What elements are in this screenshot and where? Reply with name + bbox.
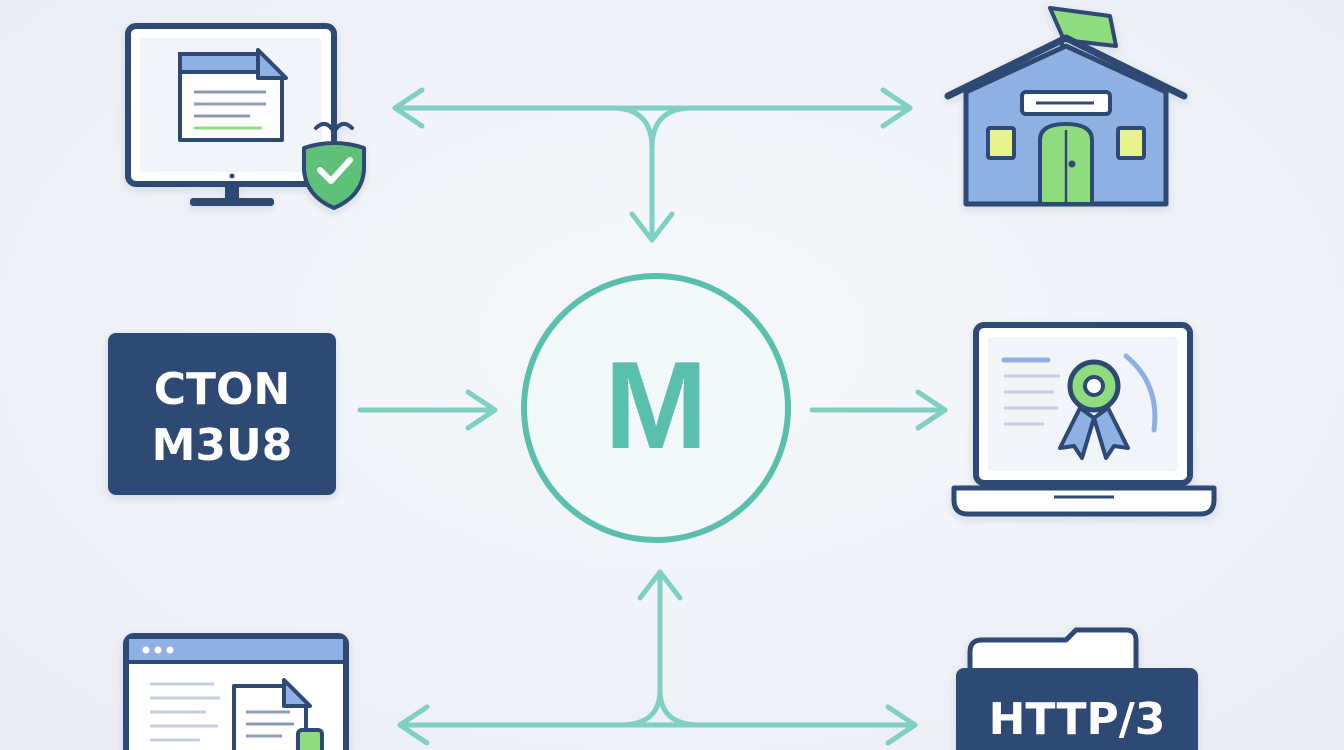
center-ring [521,273,791,543]
format-line-2: M3U8 [152,420,293,471]
top-junction-curve-right [649,105,695,151]
format-line-1: CTON [154,364,291,415]
shield-check-icon [302,121,366,210]
bottom-left-arrowhead [397,704,430,746]
center-node: M [521,273,791,543]
bottom-junction-curve-left [617,687,663,728]
secure-monitor-icon [125,23,366,210]
left-input-arrowhead [465,389,498,431]
right-output-arrowhead [915,389,948,431]
top-right-arrowhead [880,87,913,129]
browser-document-icon [123,633,349,750]
document-icon [178,48,288,142]
top-down-arrowhead [629,211,675,243]
protocol-folder: HTTP/3 [956,627,1198,750]
center-letter: M [604,337,707,475]
house-icon [944,6,1188,207]
top-left-arrowhead [392,87,425,129]
connectors [357,87,948,746]
bottom-junction-curve-right [657,687,703,728]
bottom-right-arrowhead [885,704,918,746]
format-box: CTON M3U8 [108,333,336,495]
protocol-label: HTTP/3 [989,694,1166,745]
bottom-up-arrowhead [637,569,683,601]
laptop-certificate-icon [951,322,1217,517]
top-junction-connector [609,105,655,241]
